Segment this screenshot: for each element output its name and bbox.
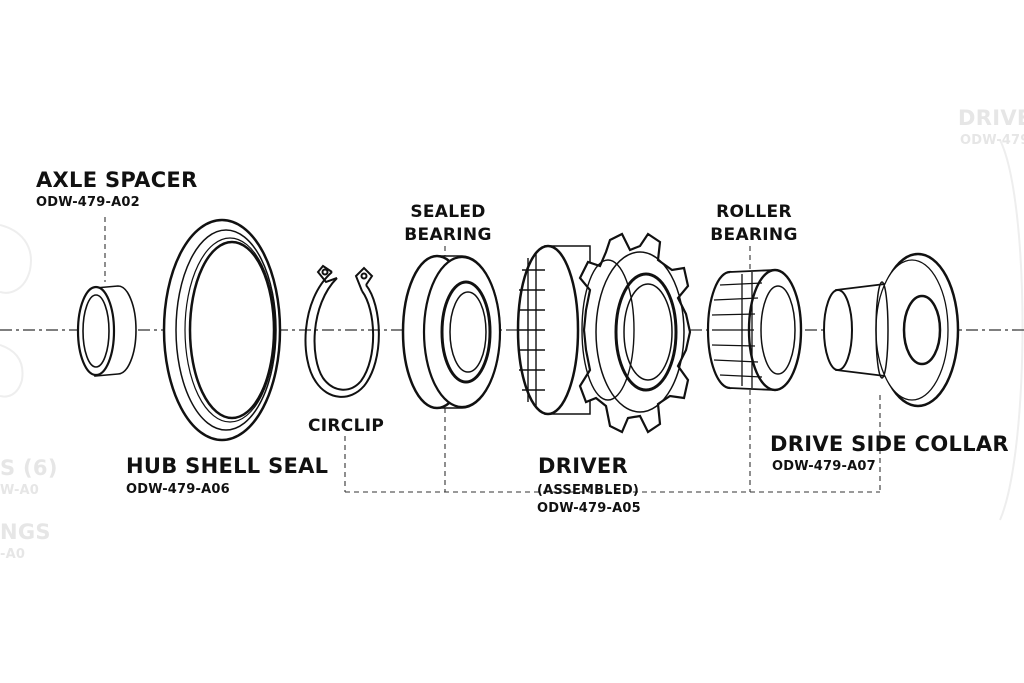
faded-background-art — [0, 139, 1024, 521]
circlip-label: CIRCLIP — [308, 416, 385, 436]
driver-part — [516, 232, 692, 434]
sealed-bearing-label-line1: SEALED — [410, 202, 486, 222]
roller-bearing-part — [706, 268, 803, 392]
sealed-bearing-label-line2: BEARING — [404, 225, 492, 245]
drive-side-collar-label: DRIVE SIDE COLLAR — [770, 432, 1009, 456]
hub-shell-seal-part-number: ODW-479-A06 — [126, 482, 230, 497]
drive-side-collar-part — [823, 252, 960, 408]
faded-label-drive: DRIVE — [958, 106, 1024, 130]
roller-bearing-label-line1: ROLLER — [716, 202, 792, 222]
faded-label-left-2: NGS — [0, 520, 51, 544]
roller-bearing-label-line2: BEARING — [710, 225, 798, 245]
drive-side-collar-part-number: ODW-479-A07 — [772, 459, 876, 474]
axle-spacer-label: AXLE SPACER — [36, 168, 198, 192]
faded-label-left-1: S (6) — [0, 456, 58, 480]
circlip-part — [304, 264, 380, 398]
axle-spacer-part-number: ODW-479-A02 — [36, 195, 140, 210]
hub-shell-seal-label: HUB SHELL SEAL — [126, 454, 329, 478]
sealed-bearing-part — [401, 254, 502, 410]
driver-assembled-note: (ASSEMBLED) — [537, 483, 639, 498]
driver-part-number: ODW-479-A05 — [537, 501, 641, 516]
faded-part-left-2: -A0 — [0, 547, 26, 562]
faded-part-number: ODW-479 — [960, 133, 1024, 148]
axle-spacer-part — [76, 285, 137, 377]
faded-part-left-1: W-A0 — [0, 483, 40, 498]
hub-shell-seal-part — [162, 218, 282, 442]
driver-label: DRIVER — [538, 454, 628, 478]
